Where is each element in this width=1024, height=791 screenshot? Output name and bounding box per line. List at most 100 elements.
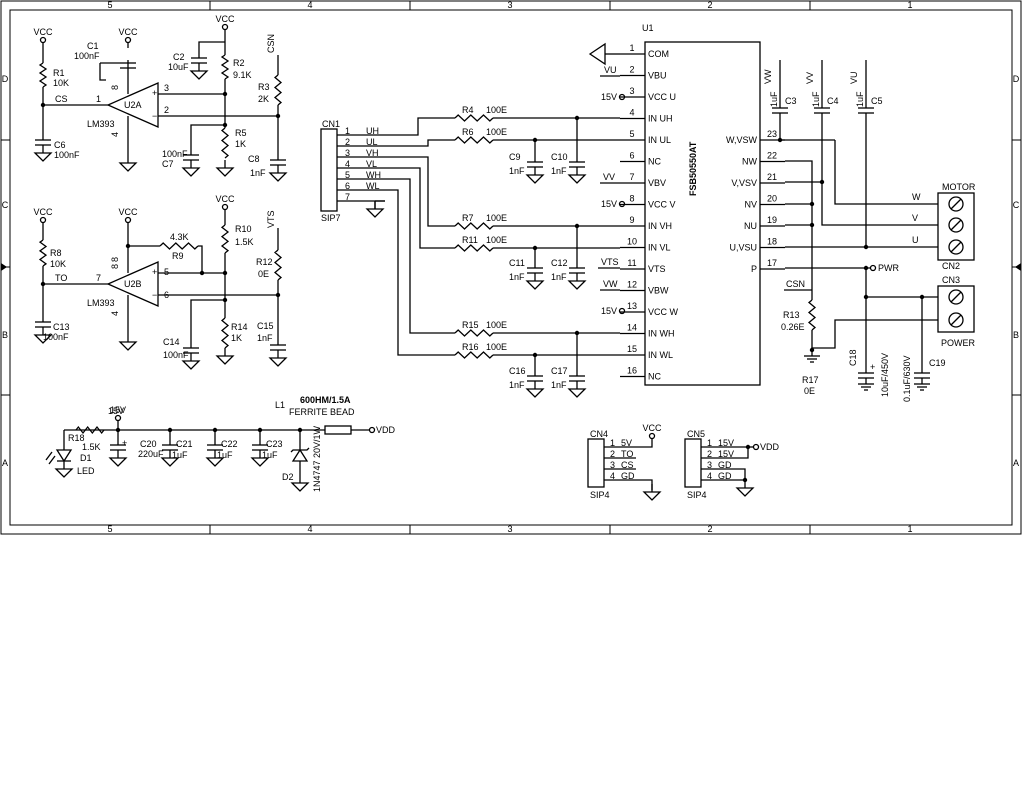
motor-pin-label: U [912,235,919,245]
connector-pin-signal: 15V [718,449,734,459]
comparator-symbol [106,82,159,128]
ic-pin-name: COM [648,49,669,59]
wire [190,124,225,155]
output-net-label: CS [55,94,68,104]
supply-terminal [114,414,122,422]
ic-pin-name: V,VSV [731,178,757,188]
ic-pin-number: 5 [629,129,634,139]
d1-value: LED [77,466,95,476]
c2-ref: C2 [173,52,185,62]
r12-value: 0E [258,269,269,279]
led-d1 [55,449,73,463]
gate-capacitor-ref: C17 [551,366,568,376]
gate-resistor [454,114,494,122]
net-label-vu: VU [604,65,617,75]
gate-resistor-value: 100E [486,235,507,245]
supply-label: 15V [110,405,126,415]
gate-resistor [454,329,494,337]
ic-pin-number: 10 [627,237,637,247]
cn1-pin-number: 6 [345,181,350,191]
pwr-terminal [869,264,877,272]
connector-pin-number: 1 [707,438,712,448]
frame-row-label: B [2,330,8,340]
r9-ref: R9 [172,251,184,261]
power-connector [937,285,975,333]
r13-ref: R13 [783,310,800,320]
supply-terminal [39,36,47,44]
c2-value: 10uF [168,62,189,72]
gate-resistor-ref: R7 [462,213,474,223]
cn1-ref: CN1 [322,119,340,129]
frame-col-label: 1 [907,0,912,10]
c18-ref: C18 [848,349,858,366]
film-capacitor-c19 [914,372,930,379]
frame-col-label: 3 [507,524,512,534]
gate-resistor-ref: R4 [462,105,474,115]
c14-value: 100nF [163,350,189,360]
ground-symbol [205,457,225,467]
divider-resistor-r5 [220,127,230,159]
c6-ref: C6 [54,140,66,150]
ground-symbol [215,355,235,365]
frame-row-label: C [2,200,9,210]
bootstrap-capacitor [814,107,830,114]
supply-terminal [618,307,626,315]
ic-pin-number: 22 [767,151,777,161]
wire [385,167,455,249]
output-net-label: TO [55,273,67,283]
screw-slot [950,291,962,303]
r10-ref: R10 [235,224,252,234]
supply-terminal [124,216,132,224]
comparator-symbol [106,261,159,307]
wire [636,479,653,490]
ground-symbol [189,70,209,80]
ic-pin-number: 23 [767,129,777,139]
ground-symbol [567,388,587,398]
ground-symbol [268,357,288,367]
supply-terminal [221,203,229,211]
connector-pin-number: 4 [610,471,615,481]
c13-ref: C13 [53,322,70,332]
pin-number: 8 [110,257,120,262]
c15-value: 1nF [257,333,273,343]
r17-value: 0E [804,386,815,396]
c8-ref: C8 [248,154,260,164]
c8-value: 1nF [250,168,266,178]
ic-pin-number: 11 [627,258,636,268]
comparator-part: LM393 [87,119,115,129]
ground-symbol [33,152,53,162]
ground-symbol [268,172,288,182]
supply-label: VCC [33,27,53,37]
ic-pin-name: IN WL [648,350,673,360]
ic-u1-body [644,41,761,386]
connector-pin-number: 1 [610,438,615,448]
feedback-resistor-r9 [159,242,199,250]
cn1-pin-number: 3 [345,148,350,158]
ic-pin-number: 4 [629,108,634,118]
screw-terminal [948,312,964,328]
r18-ref: R18 [68,433,85,443]
pin-number: 8 [110,264,120,269]
ground-symbol [118,162,138,172]
c23-ref: C23 [266,439,283,449]
supply-label: VCC [118,207,138,217]
com-ground-arrow [588,42,606,66]
l1-value: 600HM/1.5A [300,395,351,405]
pin-number: 6 [164,290,169,300]
net-label-vw: VW [603,279,618,289]
plus-input-mark: + [152,88,157,98]
r5-ref: R5 [235,128,247,138]
screw-terminal [948,239,964,255]
ic-pin-number: 21 [767,172,777,182]
wire [99,63,106,81]
boot-cap-value: 1uF [855,91,865,107]
supply-label-15v: 15V [601,92,617,102]
r17-ref: R17 [802,375,819,385]
gate-capacitor [569,161,585,168]
gate-capacitor-ref: C10 [551,152,568,162]
supply-label: VCC [215,14,235,24]
supply-terminal [39,216,47,224]
supply-terminal [618,93,626,101]
